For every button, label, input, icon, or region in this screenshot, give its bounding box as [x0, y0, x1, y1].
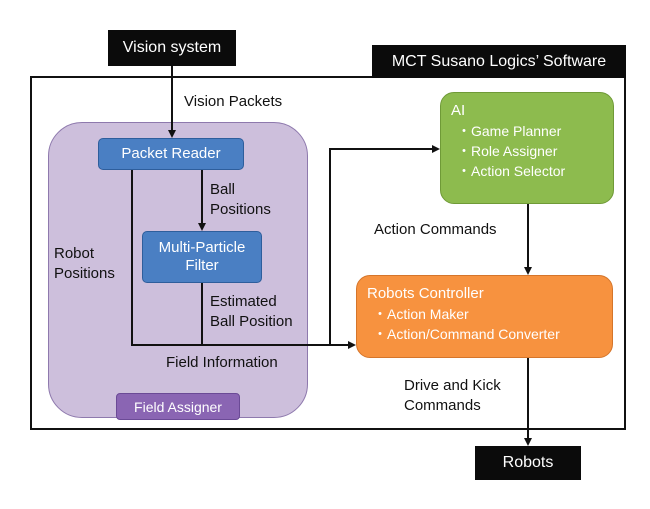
multi-particle-filter-node: Multi-Particle Filter: [142, 231, 262, 283]
field-assigner-node: Field Assigner: [116, 393, 240, 420]
field-info-to-ai-arrow: [329, 145, 440, 345]
vision-packets-label: Vision Packets: [184, 93, 283, 110]
rc-item-converter: ・Action/Command Converter: [373, 326, 560, 342]
ball-positions-label-1: Ball: [210, 181, 236, 198]
ai-title: AI: [451, 102, 466, 119]
ai-item-action-selector: ・Action Selector: [457, 163, 566, 179]
robots-box: Robots: [475, 446, 581, 480]
estimated-label-1: Estimated: [210, 293, 277, 310]
field-information-arrow: [131, 170, 356, 349]
action-commands-label: Action Commands: [374, 221, 497, 238]
estimated-label-2: Ball Position: [210, 313, 293, 330]
robots-controller-node: Robots Controller ・Action Maker ・Action/…: [356, 275, 613, 358]
rc-item-action-maker: ・Action Maker: [373, 306, 469, 322]
robot-positions-label-2: Positions: [54, 265, 115, 282]
drive-kick-label-1: Drive and Kick: [404, 377, 501, 394]
software-frame: [30, 76, 626, 430]
field-information-label: Field Information: [166, 354, 278, 371]
ai-node: AI ・Game Planner ・Role Assigner ・Action …: [440, 92, 614, 204]
robot-positions-label-1: Robot: [54, 245, 95, 262]
ai-item-game-planner: ・Game Planner: [457, 123, 562, 139]
ai-item-role-assigner: ・Role Assigner: [457, 143, 558, 159]
drive-kick-label-2: Commands: [404, 397, 481, 414]
robots-controller-title: Robots Controller: [367, 285, 484, 302]
packet-reader-node: Packet Reader: [98, 138, 244, 170]
software-title-box: MCT Susano Logics’ Software: [372, 45, 626, 78]
filter-label-line1: Multi-Particle: [158, 239, 246, 256]
filter-label-line2: Filter: [185, 257, 219, 274]
vision-system-box: Vision system: [108, 30, 236, 66]
ball-positions-label-2: Positions: [210, 201, 271, 218]
